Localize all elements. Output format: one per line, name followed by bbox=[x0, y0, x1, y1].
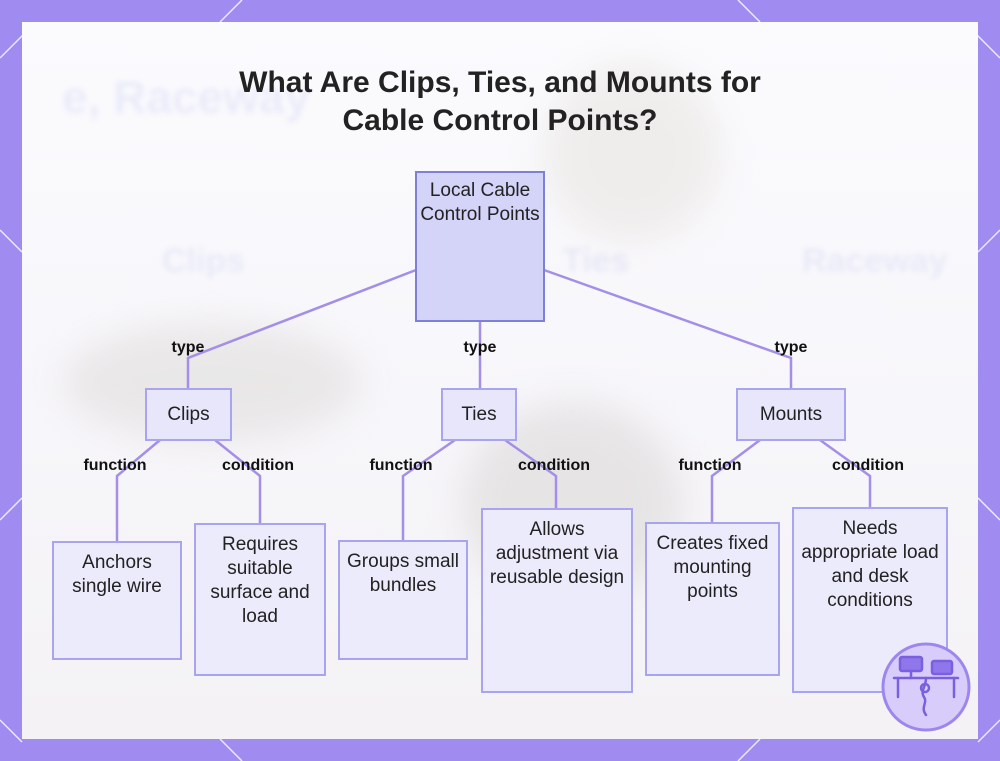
edge-label-type: type bbox=[463, 339, 497, 356]
link-ties-condition bbox=[504, 438, 558, 509]
node-mounts-function: Creates fixed mounting points bbox=[645, 522, 780, 676]
link-mounts-function bbox=[710, 439, 761, 523]
diagram-title: What Are Clips, Ties, and Mounts for Cab… bbox=[0, 64, 1000, 140]
background-blur bbox=[542, 62, 722, 242]
background-heading: e, Raceway bbox=[62, 71, 311, 123]
edge-label-function: function bbox=[678, 457, 742, 474]
link-root-clips bbox=[186, 268, 417, 389]
edge-label-condition: condition bbox=[222, 457, 294, 474]
background-word-raceway: Raceway bbox=[802, 242, 948, 280]
title-line-1: What Are Clips, Ties, and Mounts for bbox=[239, 66, 761, 99]
node-ties-function: Groups small bundles bbox=[338, 540, 468, 660]
background-word-ties: Ties bbox=[562, 242, 630, 280]
node-clips-condition: Requires suitable surface and load bbox=[194, 523, 326, 676]
link-ties-function bbox=[401, 438, 456, 541]
edge-label-function: function bbox=[369, 457, 433, 474]
desk-cable-icon bbox=[881, 642, 971, 732]
edge-label-type: type bbox=[774, 339, 808, 356]
node-ties-condition: Allows adjustment via reusable design bbox=[481, 508, 633, 693]
edge-label-condition: condition bbox=[832, 457, 904, 474]
node-root: Local Cable Control Points bbox=[415, 171, 545, 322]
title-line-2: Cable Control Points? bbox=[342, 104, 658, 137]
node-mounts: Mounts bbox=[736, 388, 846, 441]
edge-label-type: type bbox=[171, 339, 205, 356]
edge-label-condition: condition bbox=[518, 457, 590, 474]
edge-label-function: function bbox=[83, 457, 147, 474]
background-word-clips: Clips bbox=[162, 242, 246, 280]
link-clips-condition bbox=[214, 439, 262, 524]
node-clips-function: Anchors single wire bbox=[52, 541, 182, 660]
node-clips: Clips bbox=[145, 388, 232, 441]
link-root-mounts bbox=[543, 268, 793, 389]
node-ties: Ties bbox=[441, 388, 517, 441]
link-clips-function bbox=[115, 439, 161, 542]
link-mounts-condition bbox=[819, 438, 872, 508]
